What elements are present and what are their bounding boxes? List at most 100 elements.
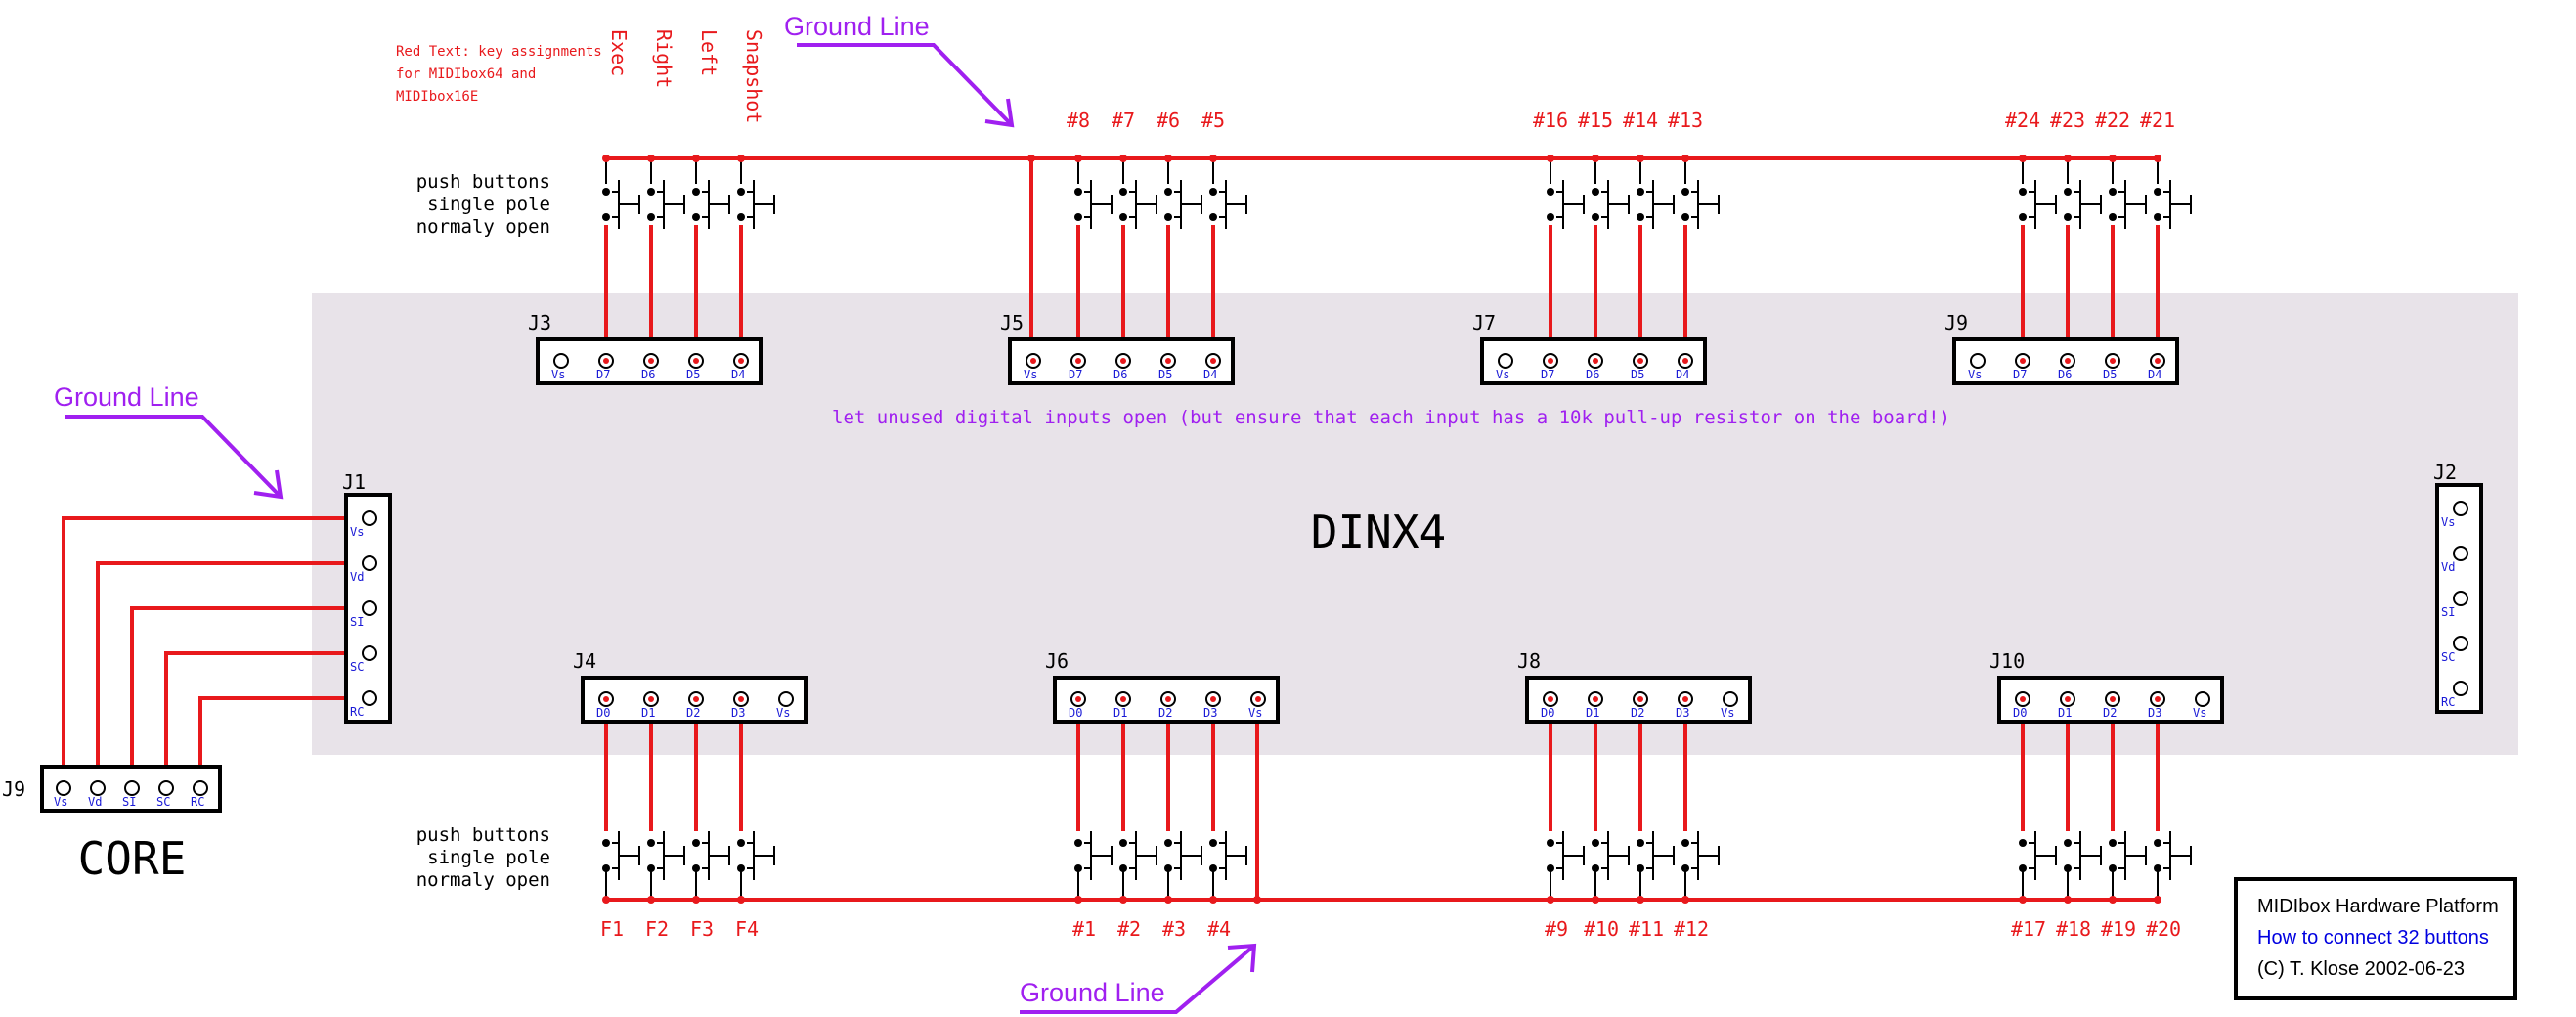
- switch-contact: [2019, 864, 2027, 872]
- pin-connection-dot: [2020, 358, 2026, 364]
- ground-junction: [2109, 155, 2117, 162]
- pin-connection-dot: [1165, 696, 1171, 702]
- pin-label: RC: [350, 705, 364, 719]
- push-button-switch: [1074, 831, 1113, 880]
- ground-junction: [2019, 896, 2027, 904]
- key-label: #4: [1207, 917, 1231, 941]
- ground-junction: [2154, 896, 2161, 904]
- switch-contact: [1637, 188, 1644, 196]
- key-label: Right: [652, 29, 676, 88]
- connector-pin: [2195, 691, 2210, 707]
- key-assignment-note-2: for MIDIbox64 and: [396, 66, 536, 82]
- switch-contact: [1074, 864, 1082, 872]
- key-label: Snapshot: [742, 29, 765, 123]
- pin-connection-dot: [2110, 696, 2116, 702]
- ground-junction: [1592, 896, 1599, 904]
- connector-name: J6: [1045, 649, 1069, 673]
- ground-junction: [1681, 896, 1689, 904]
- ground-junction: [647, 155, 655, 162]
- key-label: F4: [735, 917, 759, 941]
- pin-connection-dot: [1593, 358, 1598, 364]
- pin-label: D0: [1069, 706, 1082, 720]
- pin-label: SI: [350, 615, 364, 629]
- connector-pin: [2453, 591, 2468, 606]
- connector-pin: [1723, 691, 1738, 707]
- ground-junction: [1209, 155, 1217, 162]
- switch-contact: [1681, 864, 1689, 872]
- ground-junction: [1547, 155, 1554, 162]
- pin-connection-dot: [1548, 696, 1553, 702]
- key-label: #7: [1112, 109, 1135, 132]
- push-note-top-3: normaly open: [416, 216, 550, 238]
- push-button-switch: [2154, 180, 2192, 229]
- connector-name: J2: [2433, 461, 2457, 484]
- pin-label: D7: [1541, 368, 1554, 381]
- push-button-switch: [1592, 831, 1630, 880]
- ground-junction: [692, 896, 700, 904]
- key-assignment-note-1: Red Text: key assignments: [396, 44, 602, 60]
- pin-label: D2: [2103, 706, 2117, 720]
- key-label: Left: [697, 29, 720, 76]
- pin-label: SC: [2441, 650, 2455, 664]
- key-label: #3: [1162, 917, 1186, 941]
- push-buttons-note-bottom: push buttons single pole normaly open: [416, 824, 550, 891]
- switch-contact: [2019, 839, 2027, 847]
- key-label: #21: [2140, 109, 2175, 132]
- push-button-switch: [647, 831, 685, 880]
- key-label: Exec: [607, 29, 631, 76]
- connector-pin: [2453, 546, 2468, 561]
- ground-junction: [2019, 155, 2027, 162]
- pin-label: Vs: [551, 368, 565, 381]
- pin-connection-dot: [648, 696, 654, 702]
- pin-connection-dot: [1210, 358, 1216, 364]
- connector-name: J5: [1000, 311, 1024, 334]
- pin-connection-dot: [1210, 696, 1216, 702]
- ground-arrow-left-line: [65, 415, 283, 499]
- ground-junction: [2109, 896, 2117, 904]
- pin-label: D2: [686, 706, 700, 720]
- switch-contact: [2154, 864, 2161, 872]
- ground-junction: [2064, 155, 2072, 162]
- connector-pin: [1498, 353, 1513, 369]
- connector-pin: [90, 780, 106, 796]
- switch-contact: [1592, 839, 1599, 847]
- switch-contact: [1681, 839, 1689, 847]
- connector-body: [1480, 337, 1707, 385]
- key-label: #8: [1067, 109, 1090, 132]
- switch-contact: [2154, 213, 2161, 221]
- ground-junction: [737, 896, 745, 904]
- pin-label: D3: [1203, 706, 1217, 720]
- connector-name: J9: [2, 777, 25, 801]
- ground-junction: [1637, 896, 1644, 904]
- switch-contact: [2064, 188, 2072, 196]
- key-label: #13: [1668, 109, 1703, 132]
- push-buttons-note-top: push buttons single pole normaly open: [416, 171, 550, 238]
- key-label: #20: [2146, 917, 2181, 941]
- connector-body: [1053, 676, 1280, 724]
- switch-contact: [737, 188, 745, 196]
- key-label: #16: [1533, 109, 1568, 132]
- push-button-switch: [1164, 180, 1202, 229]
- pin-label: D4: [1203, 368, 1217, 381]
- pin-connection-dot: [603, 696, 609, 702]
- switch-contact: [1119, 188, 1127, 196]
- switch-contact: [1637, 839, 1644, 847]
- core-name: CORE: [78, 832, 187, 885]
- push-button-switch: [2154, 831, 2192, 880]
- pin-label: D6: [1113, 368, 1127, 381]
- push-button-switch: [2019, 180, 2057, 229]
- ground-junction: [737, 155, 745, 162]
- ground-junction: [2154, 155, 2161, 162]
- pin-label: D7: [1069, 368, 1082, 381]
- push-button-switch: [602, 180, 640, 229]
- ground-arrow-left-head: [253, 469, 284, 500]
- switch-contact: [2019, 188, 2027, 196]
- connector-pin: [362, 600, 377, 616]
- switch-contact: [692, 839, 700, 847]
- pin-connection-dot: [1593, 696, 1598, 702]
- pin-label: Vs: [1024, 368, 1037, 381]
- info-link[interactable]: How to connect 32 buttons: [2257, 927, 2489, 949]
- ground-label-left: Ground Line: [54, 382, 199, 412]
